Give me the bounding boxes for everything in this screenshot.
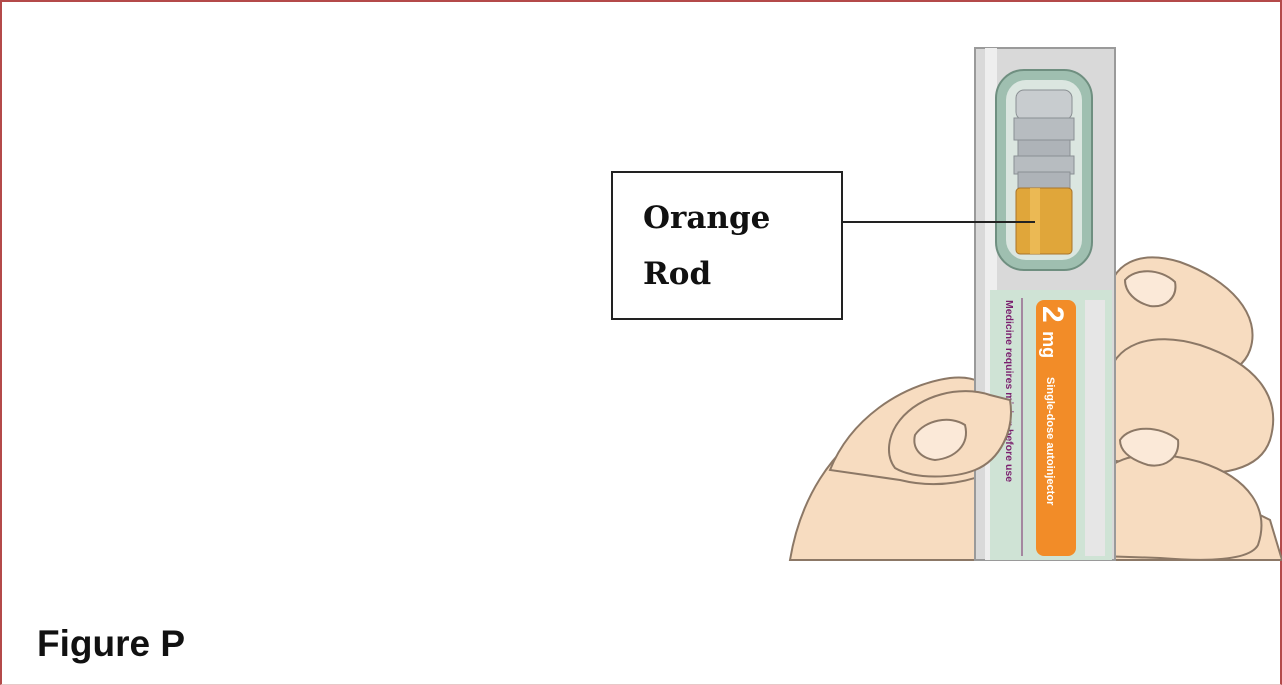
dose-text: 2 mg (1036, 306, 1069, 358)
fingernail-middle (1118, 427, 1180, 467)
callout-label-line1: Orange (643, 200, 771, 236)
instruction-text: Medicine requires mixing before use (1003, 300, 1015, 482)
callout-label-line2: Rod (643, 256, 712, 292)
dose-unit: mg (1039, 331, 1059, 358)
dose-number: 2 (1036, 306, 1069, 323)
pen: 2 mg Single-dose autoinjector Medicine r… (974, 47, 1116, 561)
fingernail-top (1123, 270, 1177, 308)
callout-box: Orange Rod (611, 171, 843, 320)
plunger-icon (1013, 89, 1075, 189)
finger-right-bottom (1099, 453, 1263, 561)
hand-front (888, 270, 1180, 478)
dose-badge (1036, 300, 1076, 556)
thumbnail (913, 418, 967, 462)
product-text: Single-dose autoinjector (1044, 377, 1056, 506)
figure-title: Figure P (37, 623, 186, 664)
